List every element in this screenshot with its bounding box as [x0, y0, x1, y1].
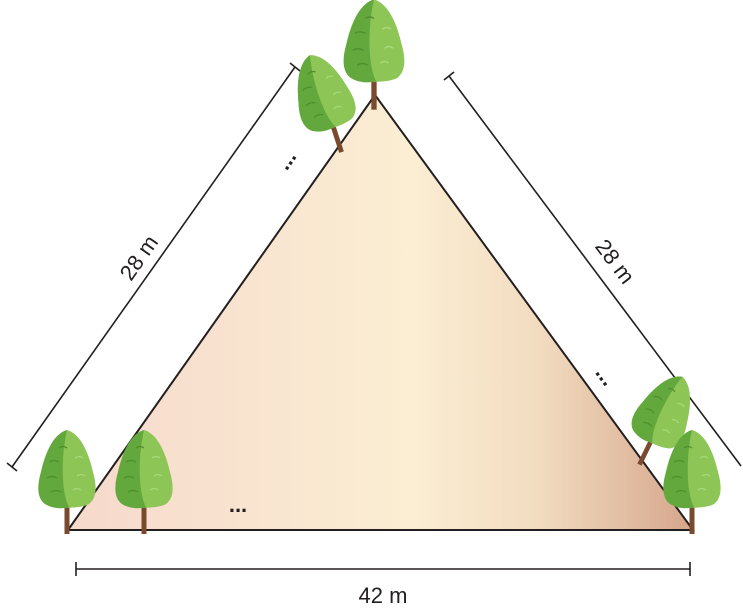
tree-icon — [342, 0, 406, 111]
base-ellipsis: ... — [229, 492, 247, 517]
triangular-field — [66, 93, 695, 531]
right-side-dimension — [443, 71, 742, 467]
right-side-label: 28 m — [590, 234, 639, 288]
right-side-ellipsis: ... — [590, 361, 621, 391]
left-side-label: 28 m — [115, 230, 164, 284]
base-label: 42 m — [359, 583, 408, 608]
base-dimension — [75, 562, 691, 576]
left-side-dimension — [6, 62, 301, 472]
left-side-ellipsis: ... — [270, 145, 301, 174]
